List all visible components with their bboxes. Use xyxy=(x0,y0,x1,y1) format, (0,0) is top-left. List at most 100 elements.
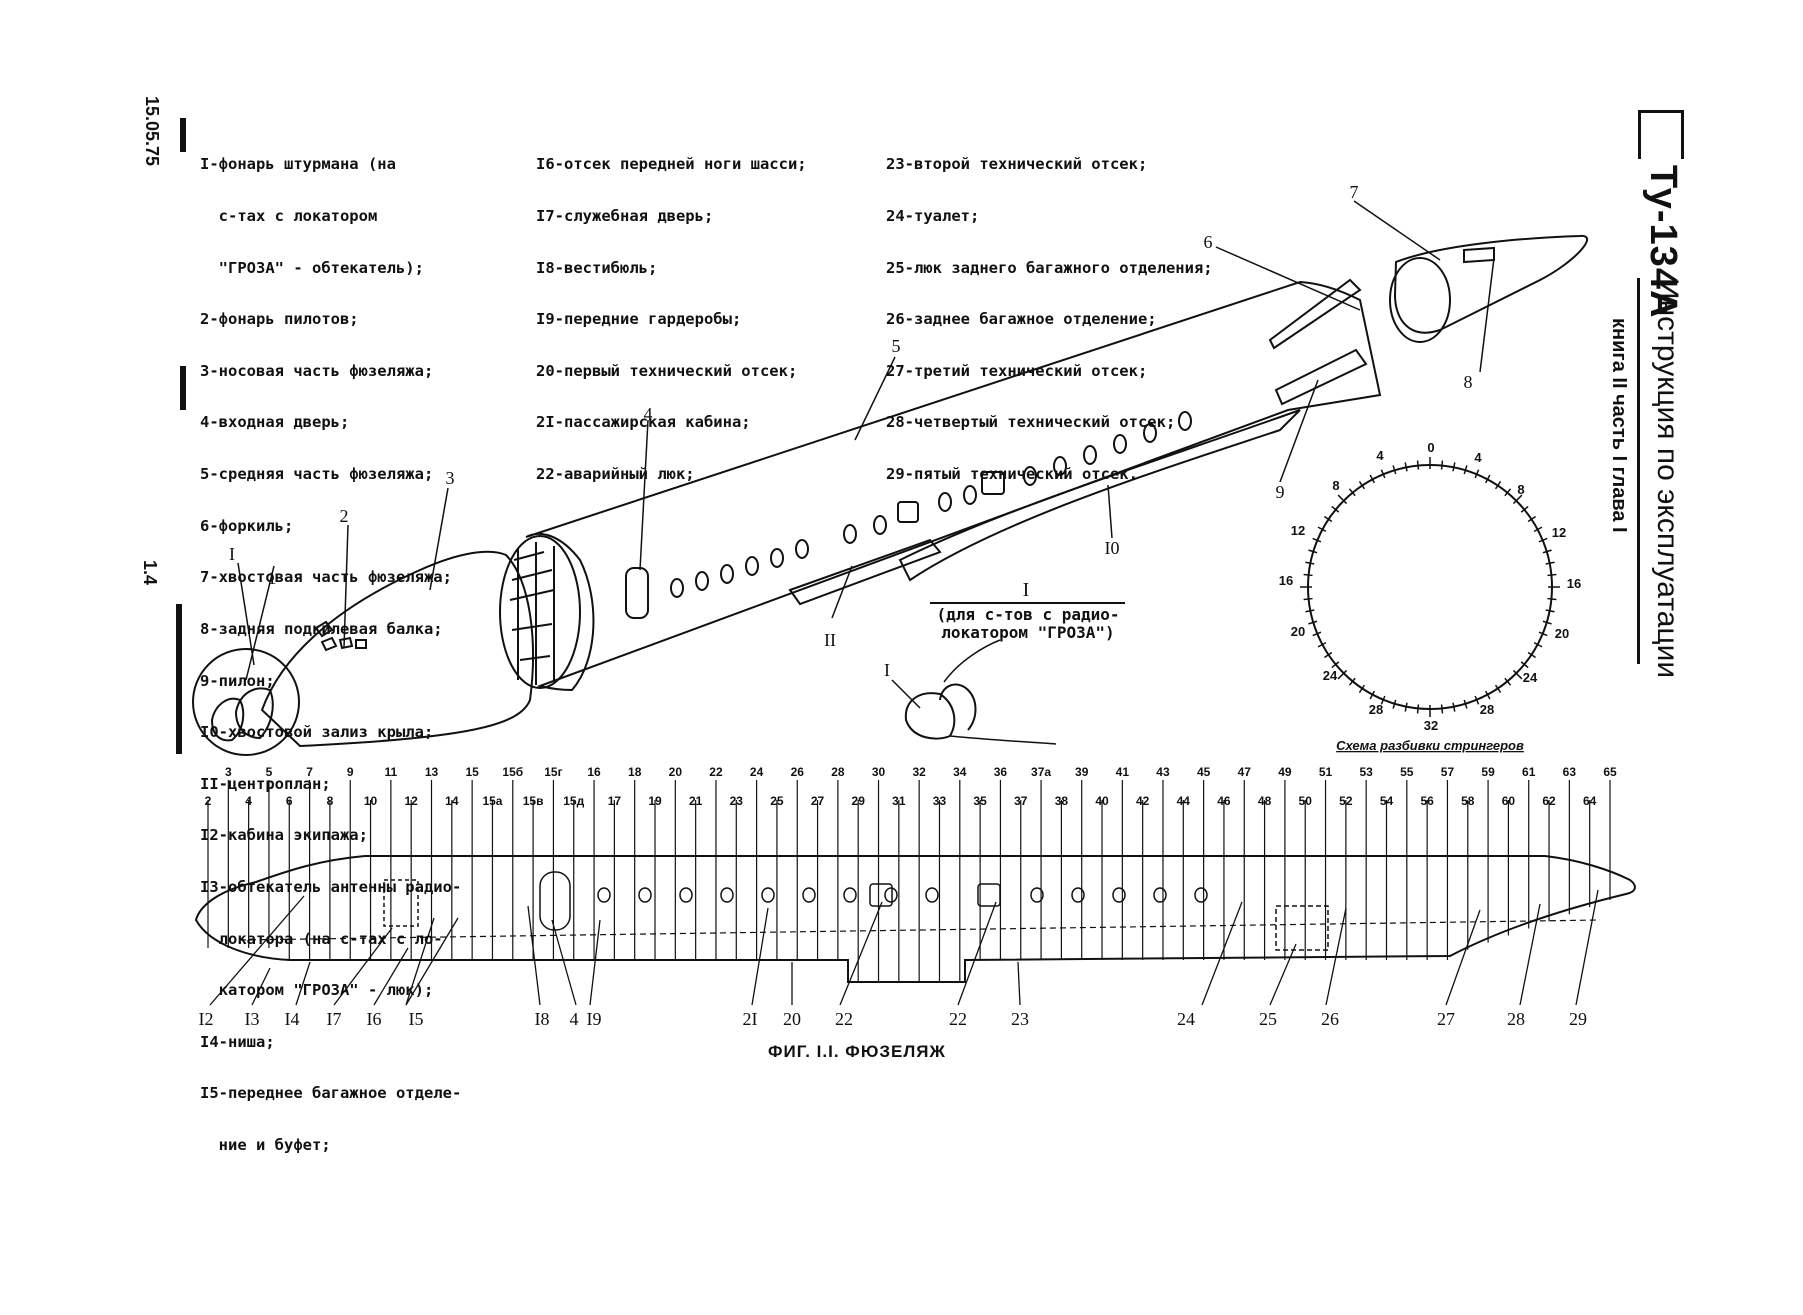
iso-tail-section xyxy=(1393,234,1588,334)
legend-item: локатора (на с-тах с ло- xyxy=(200,929,443,948)
stringer-tick xyxy=(1463,465,1468,475)
legend-item: 24-туалет; xyxy=(886,207,980,226)
frame-label-top: 13 xyxy=(425,765,439,779)
stringer-tick xyxy=(1504,677,1512,686)
frame-label-top: 51 xyxy=(1319,765,1333,779)
stringer-tick xyxy=(1323,515,1333,523)
side-callout-4: 4 xyxy=(570,1009,579,1029)
frame-label-second: 56 xyxy=(1420,794,1434,808)
frame-label-top: 20 xyxy=(669,765,683,779)
legend-item: 22-аварийный люк; xyxy=(536,465,695,484)
iso-mid-front-ring xyxy=(499,535,581,689)
side-window xyxy=(1030,887,1044,903)
stringer-tick xyxy=(1317,641,1327,648)
frame-label-second: 33 xyxy=(933,794,947,808)
stringer-tick xyxy=(1494,480,1502,490)
frame-label-second: 62 xyxy=(1542,794,1556,808)
legend-item: I3-обтекатель антенны радио- xyxy=(200,877,462,896)
legend-item: 3-носовая часть фюзеляжа; xyxy=(200,361,434,380)
frame-label-top: 11 xyxy=(385,765,398,779)
side-callout-29: 29 xyxy=(1569,1009,1587,1029)
iso-callout-4: 4 xyxy=(644,404,653,424)
side-window xyxy=(597,887,611,903)
iso-entry-door xyxy=(625,567,649,619)
stringer-scheme-title: Схема разбивки стрингеров xyxy=(1336,738,1524,753)
side-callout-14: I4 xyxy=(285,1009,300,1029)
stringer-tick xyxy=(1331,505,1340,513)
stringer-label: 8 xyxy=(1332,478,1339,493)
stringer-tick xyxy=(1545,561,1555,565)
frame-label-second: 23 xyxy=(730,794,744,808)
stringer-tick xyxy=(1305,609,1315,613)
stringer-label: 28 xyxy=(1480,702,1494,717)
frame-label-second: 60 xyxy=(1502,794,1516,808)
stringer-tick xyxy=(1520,505,1529,513)
legend-column-3: 23-второй технический отсек; 24-туалет; … xyxy=(886,122,1213,500)
stringer-tick xyxy=(1527,515,1537,523)
stringer-tick xyxy=(1380,469,1386,479)
stringer-tick xyxy=(1348,677,1356,686)
stringer-label: 4 xyxy=(1474,450,1482,465)
frame-label-top: 7 xyxy=(306,765,313,779)
legend-item: с-тах с локатором xyxy=(200,207,378,226)
frame-label-second: 54 xyxy=(1380,794,1394,808)
frame-label-second: 17 xyxy=(608,794,622,808)
side-window xyxy=(679,887,693,903)
legend-item: 25-люк заднего багажного отделения; xyxy=(886,258,1213,277)
side-fuselage xyxy=(194,855,1636,983)
margin-bar-top xyxy=(180,118,186,152)
stringer-label: 20 xyxy=(1555,626,1569,641)
side-centerline xyxy=(239,919,1601,941)
stringer-tick xyxy=(1312,537,1322,543)
side-emergency-hatch xyxy=(977,883,1001,907)
frame-label-top: 30 xyxy=(872,765,886,779)
frame-label-top: 16 xyxy=(587,765,601,779)
stringer-tick xyxy=(1303,573,1313,577)
frame-label-top: 63 xyxy=(1563,765,1577,779)
side-rear-hatch xyxy=(1275,905,1329,951)
frame-label-top: 5 xyxy=(266,765,273,779)
iso-pylon xyxy=(1274,348,1368,406)
frame-label-second: 35 xyxy=(973,794,987,808)
stringer-tick xyxy=(1538,631,1548,637)
side-callout-17: I7 xyxy=(327,1009,342,1029)
frame-label-second: 64 xyxy=(1583,794,1597,808)
stringer-tick xyxy=(1416,460,1420,470)
stringer-tick xyxy=(1533,526,1543,533)
legend-item: 2-фонарь пилотов; xyxy=(200,310,359,329)
legend-item: I0-хвостовой зализ крыла; xyxy=(200,723,434,742)
stringer-label: 20 xyxy=(1291,624,1305,639)
margin-bar-mid xyxy=(180,366,186,410)
frame-label-top: 47 xyxy=(1238,765,1252,779)
frame-label-top: 32 xyxy=(912,765,926,779)
iso-wing-fairing xyxy=(898,409,1301,582)
stringer-tick xyxy=(1317,526,1327,533)
side-outline xyxy=(194,855,1636,983)
stringer-tick xyxy=(1512,669,1523,680)
side-callout-24: 24 xyxy=(1177,1009,1195,1029)
frame-label-top: 45 xyxy=(1197,765,1211,779)
legend-item: I6-отсек передней ноги шасси; xyxy=(536,155,807,174)
stringer-tick xyxy=(1474,469,1480,479)
frame-label-top: 65 xyxy=(1603,765,1617,779)
frame-label-second: 50 xyxy=(1299,794,1313,808)
legend-item: I2-кабина экипажа; xyxy=(200,826,368,845)
side-entry-door xyxy=(539,871,571,931)
frame-label-second: 44 xyxy=(1177,794,1191,808)
legend-item: "ГРОЗА" - обтекатель); xyxy=(200,258,424,277)
stringer-tick xyxy=(1308,620,1318,625)
legend-item: 5-средняя часть фюзеляжа; xyxy=(200,465,434,484)
stringer-tick xyxy=(1404,702,1408,712)
iso-callout-7: 7 xyxy=(1350,182,1359,202)
title-underline xyxy=(1637,278,1640,664)
frame-label-second: 8 xyxy=(327,794,334,808)
legend-item: 26-заднее багажное отделение; xyxy=(886,310,1157,329)
side-callout-19: I9 xyxy=(587,1009,602,1029)
stringer-label: 16 xyxy=(1567,576,1581,591)
stringer-tick xyxy=(1312,631,1322,637)
frame-label-second: 21 xyxy=(689,794,703,808)
side-callout-28: 28 xyxy=(1507,1009,1525,1029)
stringer-tick xyxy=(1538,537,1548,543)
stringer-tick xyxy=(1303,597,1313,601)
legend-item: I5-переднее багажное отделе- xyxy=(200,1084,462,1103)
